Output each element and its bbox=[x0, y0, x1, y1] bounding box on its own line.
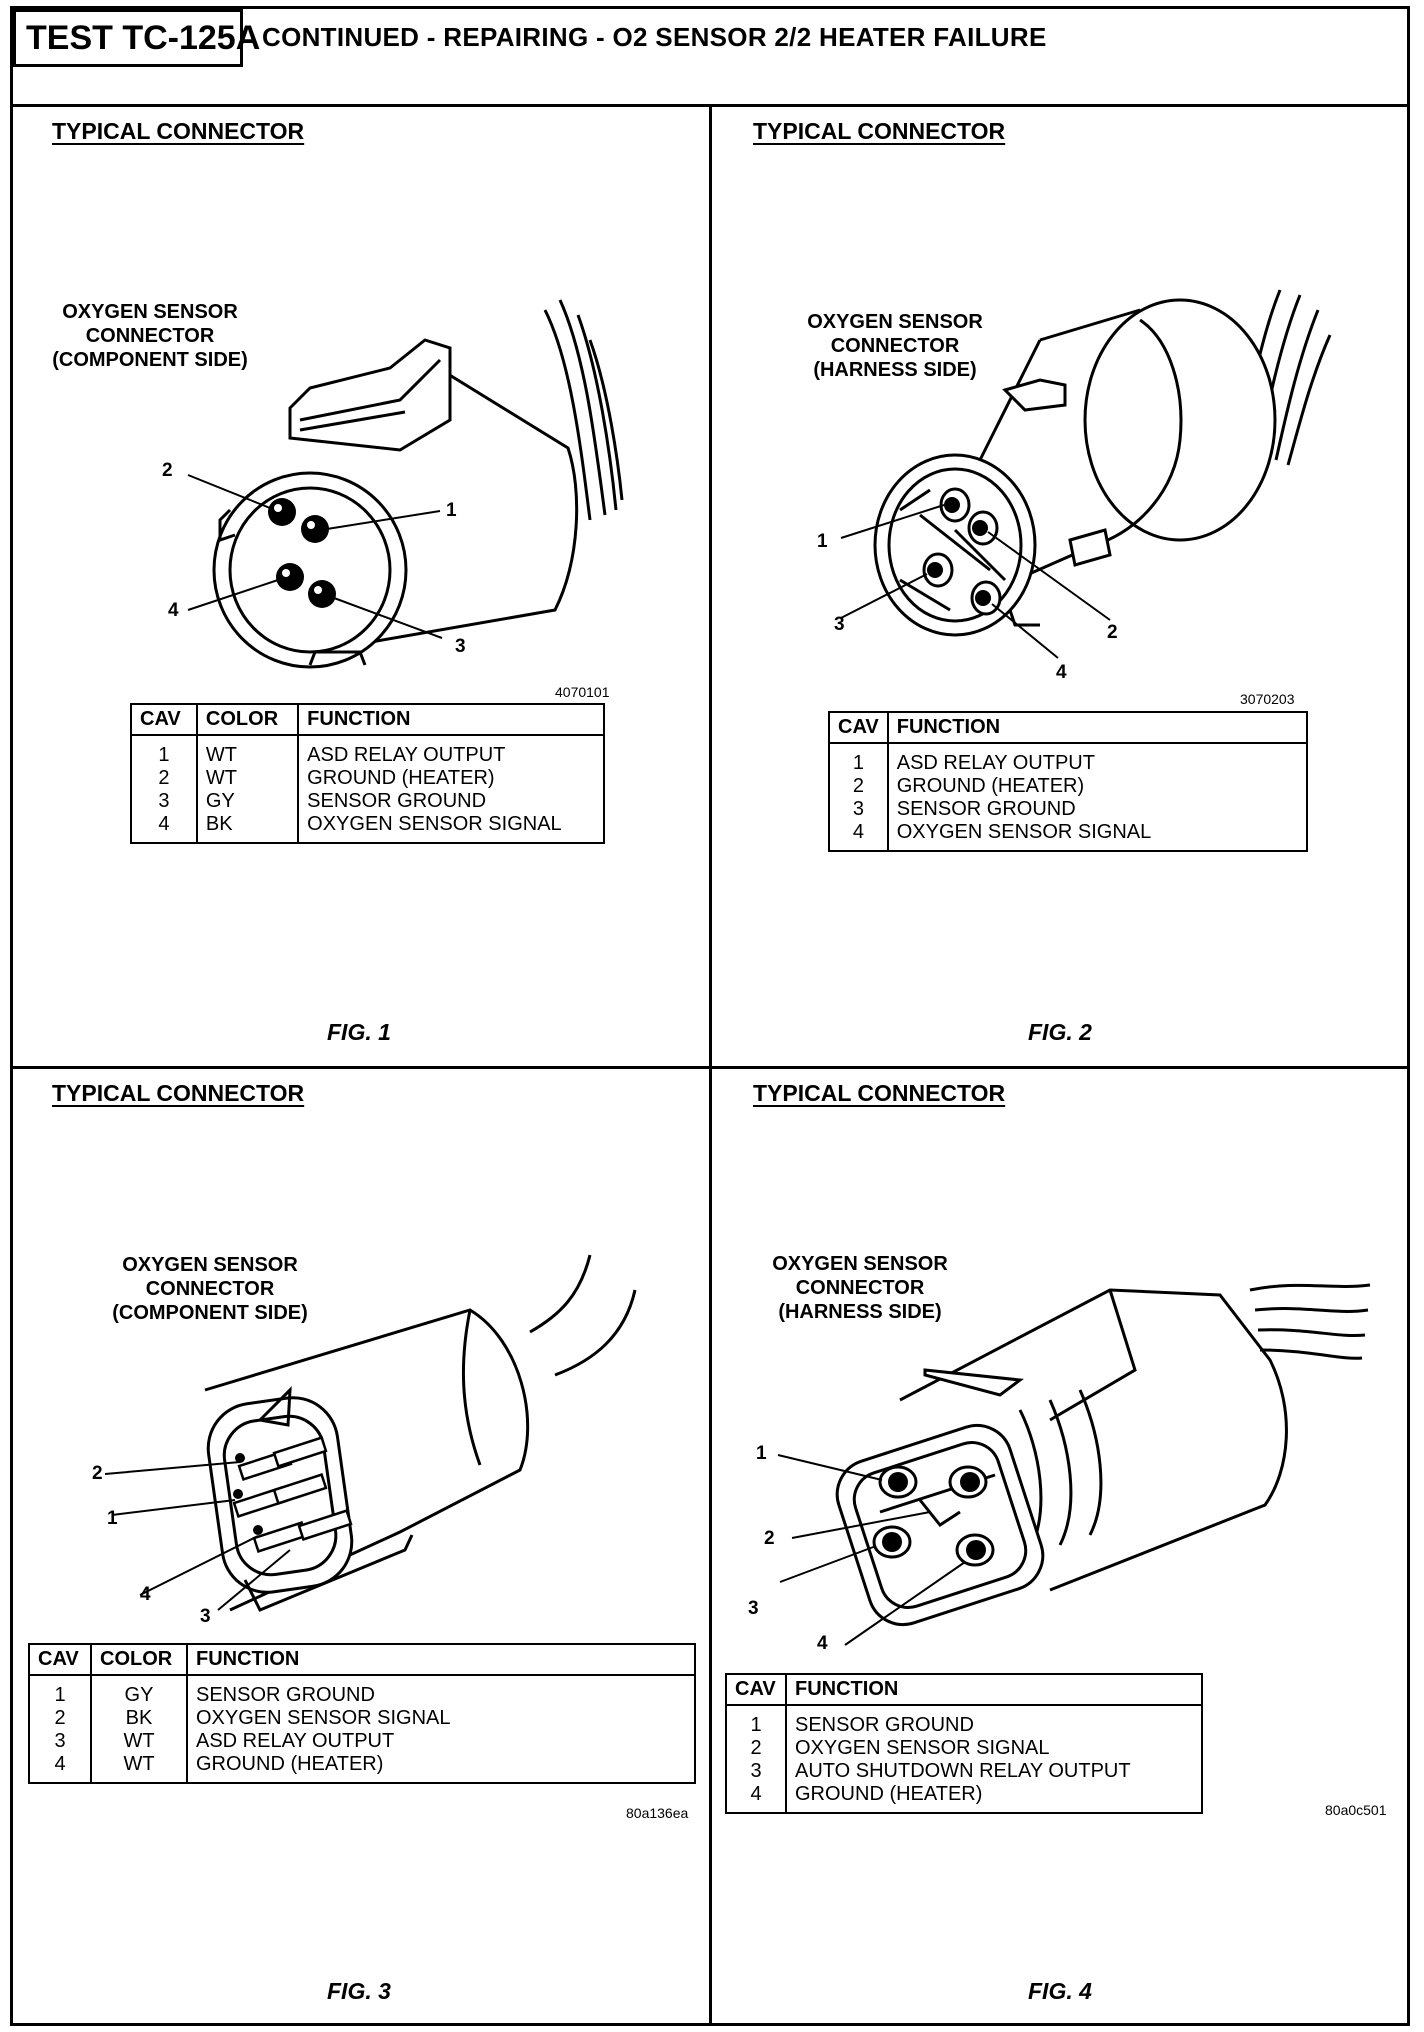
pin-label: 2 bbox=[162, 460, 173, 481]
image-id: 80a0c501 bbox=[1325, 1802, 1387, 1818]
pin-label: 4 bbox=[168, 600, 179, 621]
pin-label: 2 bbox=[1107, 622, 1118, 643]
column-header: FUNCTION bbox=[786, 1674, 1202, 1706]
column-header: FUNCTION bbox=[187, 1644, 695, 1676]
column-header: COLOR bbox=[196, 704, 300, 736]
figure-label: FIG. 2 bbox=[1028, 1019, 1092, 1045]
pin-label: 1 bbox=[446, 500, 457, 521]
column-divider bbox=[709, 104, 712, 2026]
pin-label: 3 bbox=[748, 1598, 759, 1619]
column-header: FUNCTION bbox=[887, 712, 1307, 744]
connector-caption: OXYGEN SENSOR CONNECTOR (COMPONENT SIDE) bbox=[52, 301, 248, 371]
image-id: 80a136ea bbox=[626, 1805, 689, 1821]
connector-caption: OXYGEN SENSOR CONNECTOR (HARNESS SIDE) bbox=[772, 1253, 948, 1323]
column-header: CAV bbox=[131, 704, 198, 736]
figure-label: FIG. 4 bbox=[1028, 1978, 1092, 2004]
pin-label: 1 bbox=[817, 531, 828, 552]
connector-component-side-illustration bbox=[104, 1254, 637, 1612]
pin-label: 1 bbox=[756, 1443, 767, 1464]
figure-label: FIG. 1 bbox=[327, 1019, 391, 1045]
panel-title: TYPICAL CONNECTOR bbox=[753, 118, 1006, 144]
pin-label: 4 bbox=[140, 1584, 151, 1605]
column-header: CAV bbox=[829, 712, 889, 744]
column-header: CAV bbox=[726, 1674, 787, 1706]
figure-label: FIG. 3 bbox=[327, 1978, 391, 2004]
test-id-box: TEST TC-125A bbox=[13, 9, 260, 67]
pin-label: 2 bbox=[764, 1528, 775, 1549]
panel-title: TYPICAL CONNECTOR bbox=[753, 1080, 1006, 1106]
panel-title: TYPICAL CONNECTOR bbox=[52, 1080, 305, 1106]
pin-label: 3 bbox=[200, 1606, 211, 1627]
image-id: 3070203 bbox=[1240, 691, 1295, 707]
image-id: 4070101 bbox=[555, 684, 610, 700]
test-id: TEST TC-125A bbox=[26, 19, 261, 57]
document-title: CONTINUED - REPAIRING - O2 SENSOR 2/2 HE… bbox=[262, 22, 1047, 52]
pin-label: 2 bbox=[92, 1463, 103, 1484]
column-header: FUNCTION bbox=[298, 704, 604, 736]
pin-label: 4 bbox=[1056, 662, 1067, 683]
connector-component-side-illustration bbox=[187, 299, 624, 669]
pin-label: 3 bbox=[834, 614, 845, 635]
connector-caption: OXYGEN SENSOR CONNECTOR (HARNESS SIDE) bbox=[807, 311, 983, 381]
connector-caption: OXYGEN SENSOR CONNECTOR (COMPONENT SIDE) bbox=[112, 1254, 308, 1324]
pin-label: 3 bbox=[455, 636, 466, 657]
connector-harness-side-illustration bbox=[840, 289, 1332, 659]
pin-label: 1 bbox=[107, 1508, 118, 1529]
connector-harness-side-illustration bbox=[777, 1283, 1371, 1646]
column-header: CAV bbox=[29, 1644, 92, 1676]
pin-label: 4 bbox=[817, 1633, 828, 1654]
column-header: COLOR bbox=[91, 1644, 188, 1676]
panel-title: TYPICAL CONNECTOR bbox=[52, 118, 305, 144]
